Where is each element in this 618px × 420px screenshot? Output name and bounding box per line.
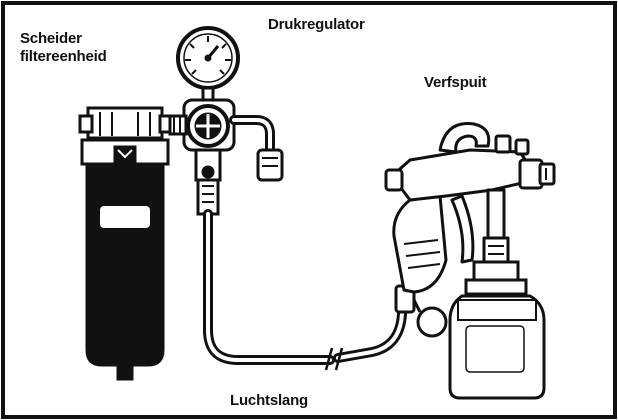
spraygun-label: Verfspuit — [424, 74, 487, 91]
air-hose — [203, 209, 409, 371]
hose-label: Luchtslang — [230, 392, 309, 409]
pressure-regulator — [168, 26, 284, 216]
regulator-label: Drukregulator — [268, 16, 365, 33]
spray-gun — [384, 122, 556, 338]
filter-separator-unit — [78, 106, 174, 381]
separator-label: Scheider filtereenheid — [20, 30, 107, 65]
paint-cup — [448, 260, 546, 400]
